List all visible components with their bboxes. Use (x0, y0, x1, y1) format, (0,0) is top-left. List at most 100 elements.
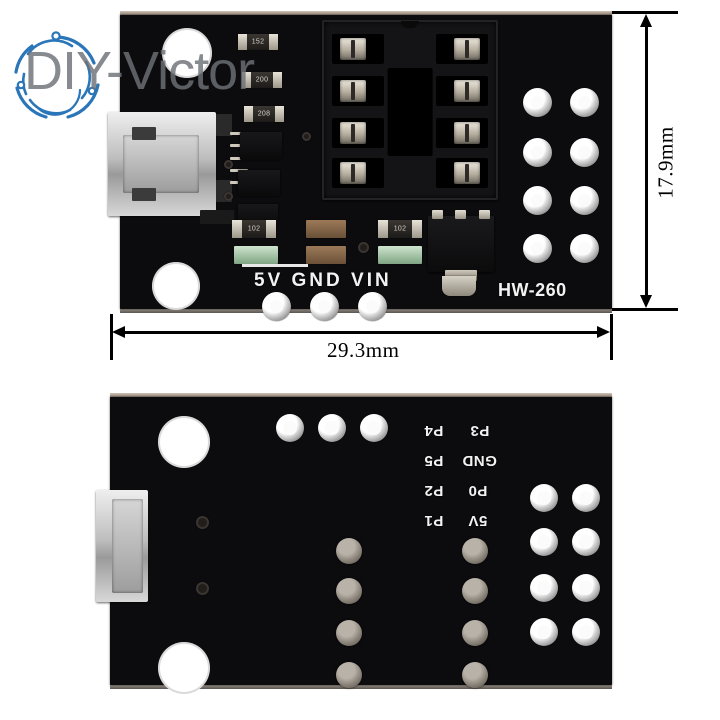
power-pad-5v[interactable] (262, 292, 291, 321)
back-via-1 (196, 516, 209, 529)
via-left-2 (224, 192, 233, 201)
dim-ext-bottom (612, 308, 678, 311)
dim-arrow-right (597, 326, 610, 338)
pcb-back-bottom-edge (110, 685, 612, 689)
back-pin-label-5v: 5V (468, 512, 488, 529)
back-solder-joint-r3 (462, 620, 488, 646)
back-solder-joint-l2 (336, 578, 362, 604)
back-solder-joint-l1 (336, 538, 362, 564)
smd-resistor-102-right: 102 (378, 220, 422, 238)
smd-resistor-102-left: 102 (232, 220, 276, 238)
back-solder-joint-r4 (462, 662, 488, 688)
back-pin-label-p2: P2 (424, 482, 444, 499)
back-header-pad-r3c1[interactable] (530, 574, 558, 602)
header-pad-r3c1[interactable] (523, 186, 552, 215)
back-usb-shell (96, 490, 148, 602)
smd-led-green-left (234, 246, 278, 264)
back-header-pad-r2c2[interactable] (572, 528, 600, 556)
smd-resistor-152: 152 (238, 34, 278, 50)
header-pad-r2c1[interactable] (523, 138, 552, 167)
back-solder-joint-l4 (336, 662, 362, 688)
back-usb-slot (111, 498, 143, 594)
header-pad-r1c2[interactable] (570, 88, 599, 117)
usb-slot (123, 134, 199, 194)
socket-contact-3 (340, 122, 366, 144)
usb-nub-top (131, 126, 156, 141)
pcb-back-view: P4 P3 P5 GND P2 P0 P1 5V (96, 393, 612, 694)
back-pin-label-p4: P4 (424, 422, 444, 439)
usb-solder-foot (200, 210, 234, 224)
micro-usb-connector (108, 112, 216, 216)
dim-ext-right (610, 314, 613, 360)
header-pad-r1c1[interactable] (523, 88, 552, 117)
back-header-pad-r4c2[interactable] (572, 618, 600, 646)
header-pad-r4c1[interactable] (523, 234, 552, 263)
pcb-back-top-edge (110, 393, 612, 397)
dim-label-width: 29.3mm (327, 338, 400, 362)
dip8-socket[interactable] (322, 20, 498, 200)
smd-diode-block-1 (240, 132, 282, 160)
dim-ext-top (612, 11, 678, 14)
back-pin-label-p5: P5 (424, 452, 444, 469)
mounting-hole-bottom-left (152, 262, 200, 310)
via-mid-1 (302, 132, 311, 141)
back-mounting-hole-top-left (158, 416, 210, 468)
back-pin-label-p3: P3 (470, 422, 490, 439)
mounting-hole-top-left (162, 28, 212, 78)
back-via-2 (196, 582, 209, 595)
smd-led-green-right (378, 246, 422, 264)
regulator-thermal-tab (445, 270, 477, 281)
usb-nub-bottom (131, 187, 156, 202)
back-pin-label-p0: P0 (468, 482, 488, 499)
pcb-front-top-edge (120, 11, 612, 15)
dim-label-height: 17.9mm (653, 126, 678, 199)
logo-node-right (87, 86, 97, 96)
back-solder-joint-l3 (336, 620, 362, 646)
dim-line-horizontal (118, 331, 604, 334)
dim-arrow-left (112, 326, 125, 338)
socket-contact-2 (340, 80, 366, 102)
back-pin-label-p1: P1 (424, 512, 444, 529)
back-header-pad-r4c1[interactable] (530, 618, 558, 646)
back-solder-joint-r1 (462, 538, 488, 564)
back-power-pad-5v[interactable] (276, 414, 304, 442)
smd-cap-tan-top (306, 220, 346, 238)
via-left-1 (224, 160, 233, 169)
dim-arrow-down (640, 295, 652, 308)
smd-diode-block-2 (238, 170, 280, 196)
smd-cap-tan-bottom (306, 246, 346, 264)
board-model-label: HW-260 (498, 280, 567, 300)
regulator-lead-1 (432, 210, 443, 219)
back-solder-joint-r2 (462, 578, 488, 604)
socket-contact-5 (454, 38, 480, 60)
back-header-pad-r1c2[interactable] (572, 484, 600, 512)
back-power-pad-vin[interactable] (360, 414, 388, 442)
via-center (358, 242, 369, 253)
back-mounting-hole-bottom-left (158, 642, 210, 694)
back-header-pad-r2c1[interactable] (530, 528, 558, 556)
logo-node-left (16, 80, 26, 90)
header-pad-r4c2[interactable] (570, 234, 599, 263)
socket-contact-4 (340, 162, 366, 184)
back-power-pad-gnd[interactable] (318, 414, 346, 442)
regulator-lead-3 (479, 210, 490, 219)
power-pad-gnd[interactable] (310, 292, 339, 321)
voltage-regulator (428, 210, 494, 281)
socket-cavity (387, 67, 433, 156)
dim-line-vertical (645, 20, 648, 302)
back-pin-label-gnd: GND (462, 452, 497, 469)
socket-contact-7 (454, 122, 480, 144)
socket-notch (401, 21, 419, 28)
socket-contact-8 (454, 162, 480, 184)
smd-resistor-208: 208 (244, 106, 284, 122)
back-header-pad-r3c2[interactable] (572, 574, 600, 602)
power-pad-vin[interactable] (358, 292, 387, 321)
header-pad-r2c2[interactable] (570, 138, 599, 167)
power-rail-label: 5V GND VIN (254, 270, 392, 291)
silkscreen-rule (242, 264, 308, 267)
solder-tab-near-model (442, 276, 476, 296)
header-pad-r3c2[interactable] (570, 186, 599, 215)
dim-ext-left (110, 314, 113, 360)
back-header-pad-r1c1[interactable] (530, 484, 558, 512)
